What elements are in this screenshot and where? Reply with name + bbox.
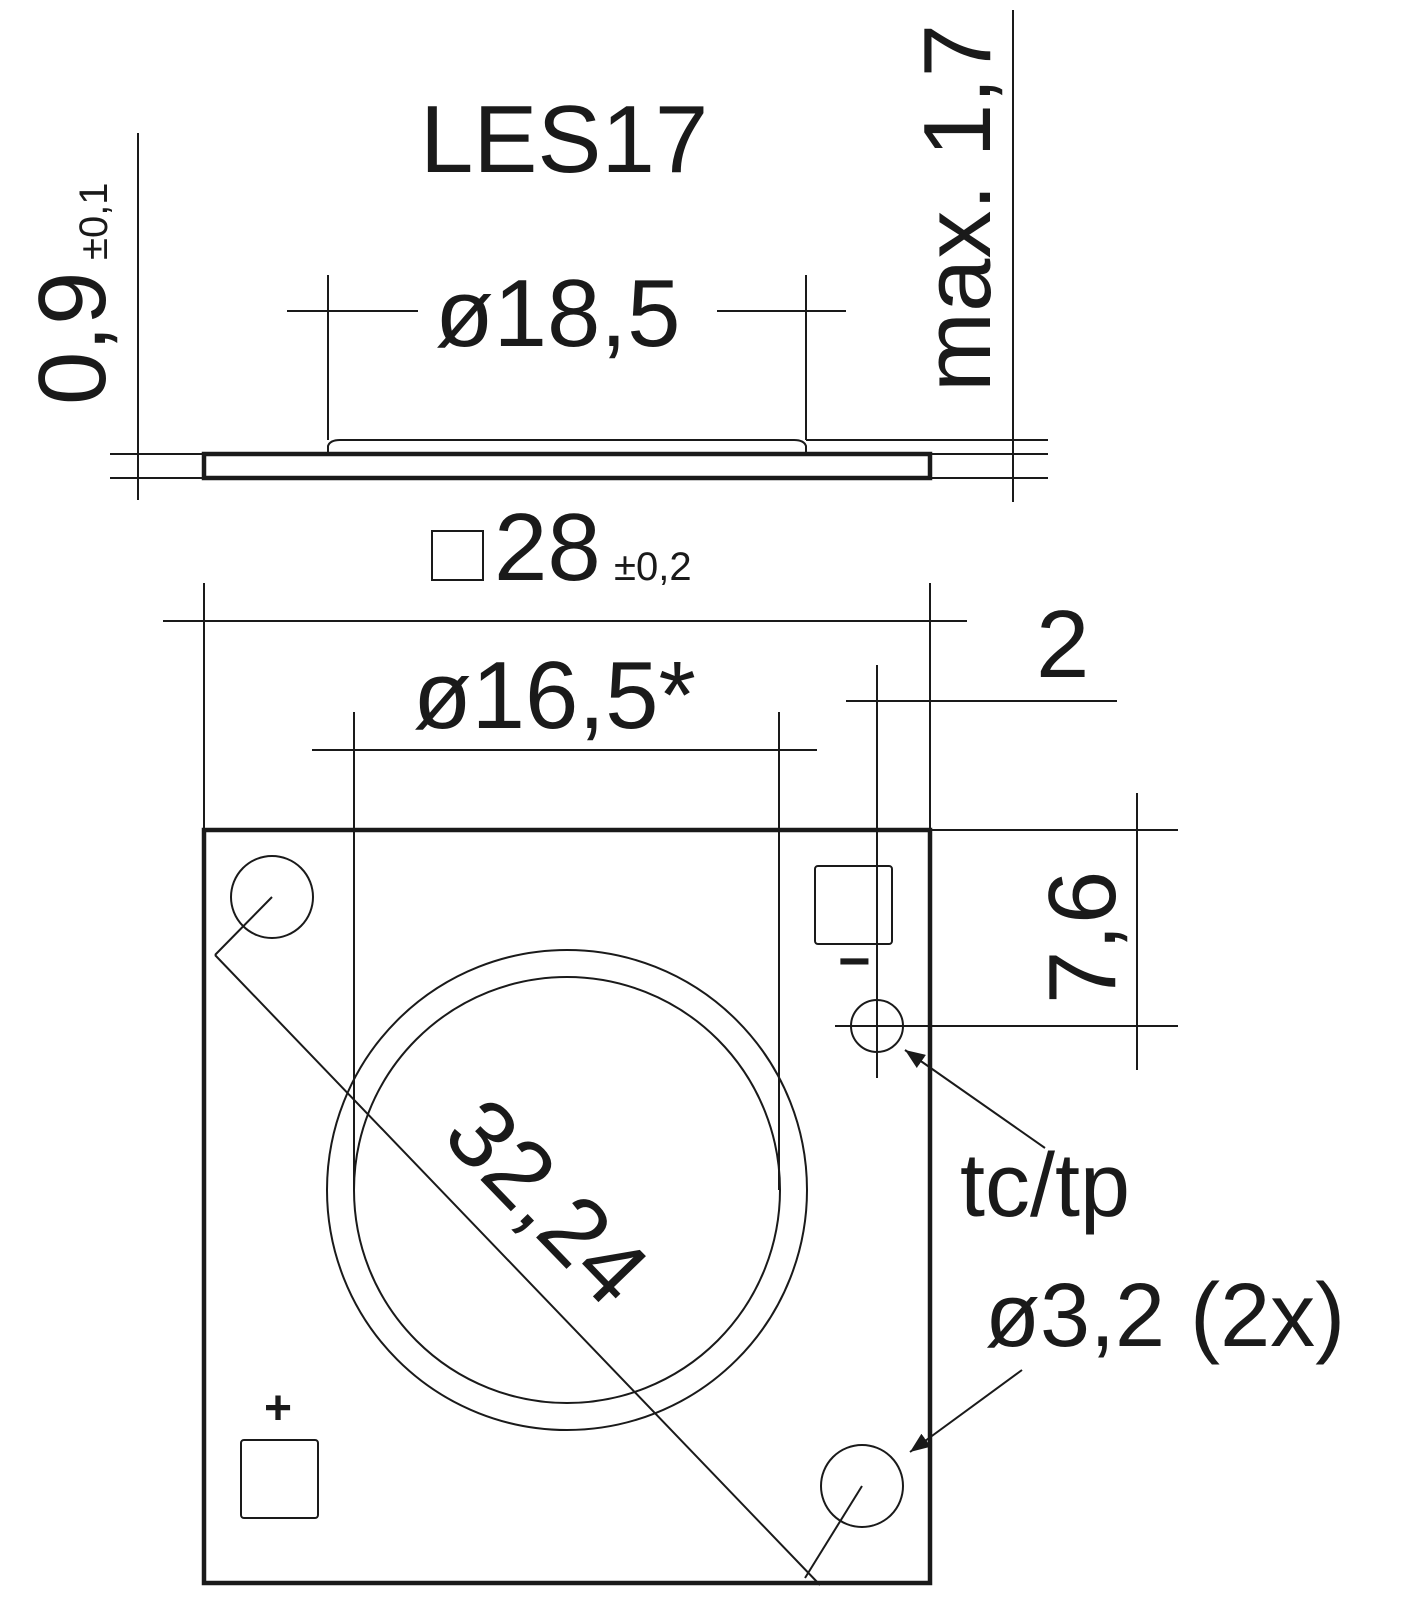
max-height-label: max. 1,7 [904, 24, 1011, 392]
top-view: 28 ±0,2 ø16,5* 32,24 − + 2 7,6 tc/tp [163, 494, 1345, 1586]
board-size-label: 28 [494, 494, 601, 601]
minus-pad [814, 865, 893, 945]
board-outline [201, 827, 933, 1586]
square-symbol-icon [431, 530, 484, 581]
tc-arrow [904, 1049, 1046, 1149]
plus-sign: + [264, 1382, 292, 1435]
ext-line [214, 896, 273, 956]
dome-profile [327, 439, 807, 454]
board-size-tolerance: ±0,2 [614, 545, 692, 589]
plus-pad [240, 1439, 319, 1519]
dome-diameter-label: ø18,5 [435, 260, 680, 367]
minus-sign: − [838, 929, 871, 992]
thickness-label: 0,9 [19, 272, 126, 405]
board-side-profile [201, 451, 933, 481]
mounting-hole [230, 855, 314, 939]
les-diameter-label: ø16,5* [413, 642, 696, 749]
hole-label: ø3,2 (2x) [985, 1266, 1345, 1366]
les-circle [353, 976, 781, 1404]
side-view: 0,9 ±0,1 max. 1,7 ø18,5 [19, 10, 1048, 502]
hole-arrow [909, 1369, 1023, 1453]
diagonal-label: 32,24 [425, 1078, 669, 1325]
mounting-hole [820, 1444, 904, 1528]
thickness-tolerance: ±0,1 [72, 182, 116, 260]
title: LES17 [420, 86, 708, 193]
tc-offset-y-label: 7,6 [1029, 871, 1136, 1004]
tc-label: tc/tp [960, 1136, 1130, 1236]
ext-line [804, 1485, 863, 1579]
diagonal-dim-line [214, 954, 821, 1586]
tc-offset-x-label: 2 [1036, 591, 1089, 698]
dome-outer-circle [326, 949, 808, 1431]
